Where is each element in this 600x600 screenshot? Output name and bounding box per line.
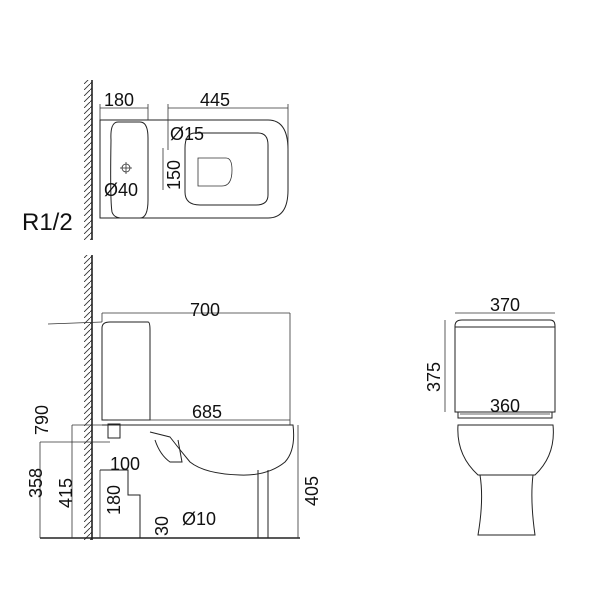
dim-inlet: Ø15 [170, 124, 204, 144]
dim-tank-width: 180 [104, 90, 134, 110]
front-view: 370 375 360 [424, 295, 556, 536]
side-view: 700 685 790 358 415 405 100 180 30 Ø10 [26, 300, 322, 539]
dim-30: 30 [152, 516, 172, 536]
dim-total-height: 790 [32, 405, 52, 435]
dim-tank-height: 375 [424, 362, 444, 392]
drain-cross-icon [120, 162, 132, 174]
dim-180: 180 [104, 485, 124, 515]
dim-outlet: Ø40 [104, 180, 138, 200]
dim-bolt: Ø10 [182, 509, 216, 529]
dim-seat-height: 405 [302, 476, 322, 506]
top-view: 180 445 Ø15 150 Ø40 R1/2 [22, 90, 289, 236]
dim-total-length: 700 [190, 300, 220, 320]
inlet-valve-icon [107, 423, 121, 439]
wall [84, 80, 93, 540]
dim-415: 415 [56, 478, 76, 508]
dim-base-width: 360 [490, 396, 520, 416]
dim-bowl-length: 445 [200, 90, 230, 110]
dim-358: 358 [26, 468, 46, 498]
dim-offset: 150 [164, 160, 184, 190]
thread-label: R1/2 [22, 209, 73, 236]
dim-tank-width: 370 [490, 295, 520, 315]
dim-100: 100 [110, 454, 140, 474]
dim-bowl-length: 685 [192, 402, 222, 422]
